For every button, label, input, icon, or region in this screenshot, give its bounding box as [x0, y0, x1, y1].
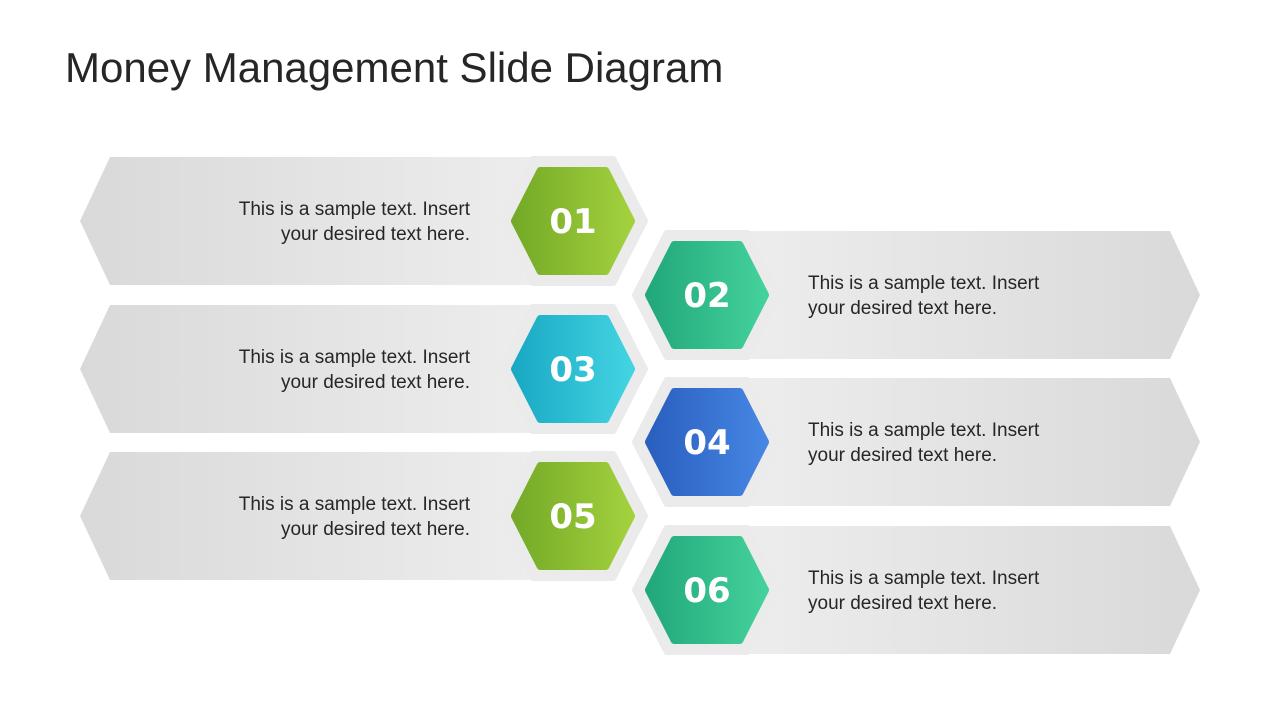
item-text-01: This is a sample text. Insert your desir… [170, 197, 470, 247]
banner-05 [80, 452, 645, 580]
hexagon-badge-04 [645, 388, 769, 496]
slide-title: Money Management Slide Diagram [65, 44, 724, 91]
item-text-05-line2: your desired text here. [280, 519, 470, 540]
step-number-01: 01 [549, 202, 596, 242]
step-number-04: 04 [683, 423, 730, 463]
item-text-06-line1: This is a sample text. Insert [808, 568, 1040, 589]
item-text-04-line1: This is a sample text. Insert [808, 420, 1040, 441]
item-text-05: This is a sample text. Insert your desir… [170, 492, 470, 542]
hexagon-badge-06 [645, 536, 769, 644]
item-text-01-line2: your desired text here. [280, 224, 470, 245]
item-text-04: This is a sample text. Insert your desir… [808, 418, 1108, 468]
banner-04 [635, 378, 1200, 506]
step-number-03: 03 [549, 350, 596, 390]
banner-06 [635, 526, 1200, 654]
hexagon-badge-02 [645, 241, 769, 349]
item-text-03-line2: your desired text here. [280, 372, 470, 393]
hexagon-badge-05 [511, 462, 635, 570]
item-text-03: This is a sample text. Insert your desir… [170, 345, 470, 395]
item-text-05-line1: This is a sample text. Insert [238, 494, 470, 515]
banner-02 [635, 231, 1200, 359]
step-number-05: 05 [549, 497, 596, 537]
step-number-06: 06 [683, 571, 730, 611]
item-text-02-line2: your desired text here. [808, 298, 998, 319]
hexagon-badge-03 [511, 315, 635, 423]
item-text-01-line1: This is a sample text. Insert [238, 199, 470, 220]
item-text-03-line1: This is a sample text. Insert [238, 347, 470, 368]
item-text-04-line2: your desired text here. [808, 445, 998, 466]
banner-01 [80, 157, 645, 285]
item-text-02: This is a sample text. Insert your desir… [808, 271, 1108, 321]
banner-03 [80, 305, 645, 433]
item-text-06: This is a sample text. Insert your desir… [808, 566, 1108, 616]
hexagon-badge-01 [511, 167, 635, 275]
item-text-02-line1: This is a sample text. Insert [808, 273, 1040, 294]
item-text-06-line2: your desired text here. [808, 593, 998, 614]
step-number-02: 02 [683, 276, 730, 316]
